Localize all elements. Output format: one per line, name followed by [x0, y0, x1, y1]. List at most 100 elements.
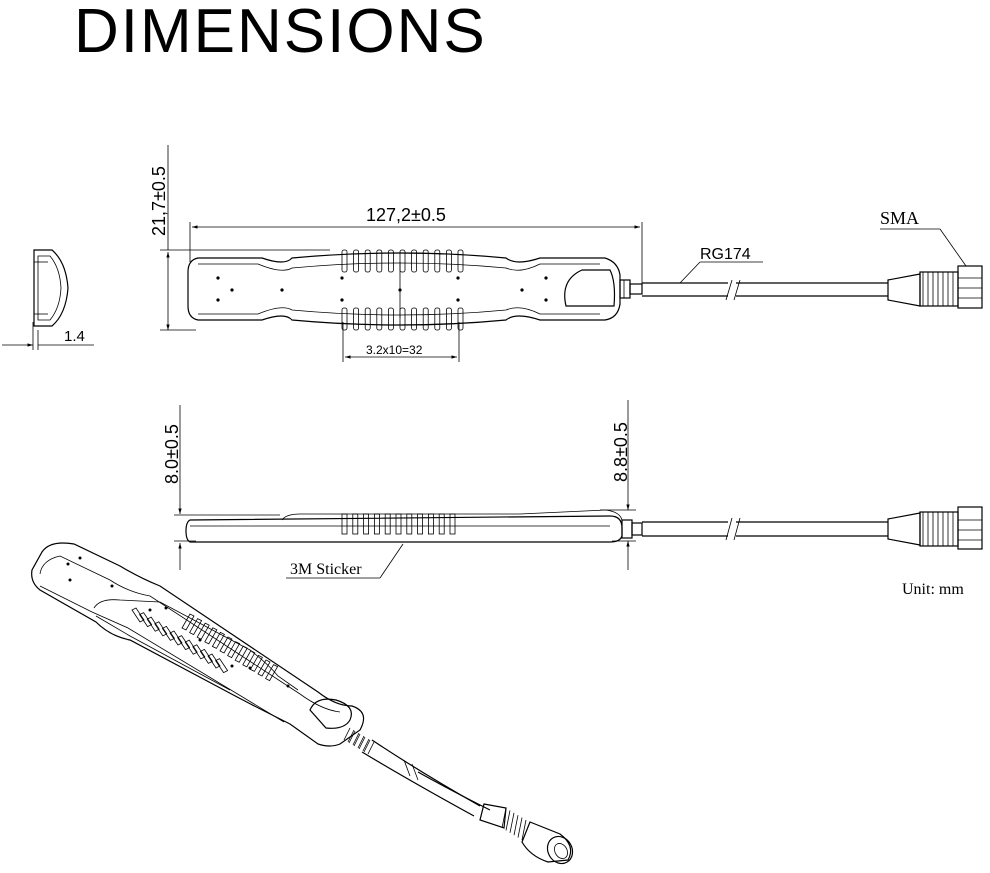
rib: [364, 249, 371, 273]
ribs-top: [341, 249, 464, 273]
rib: [422, 307, 429, 331]
ring: [353, 733, 365, 749]
side-height-right-label: 8.8±0.5: [611, 422, 631, 482]
sticker-label: 3M Sticker: [290, 561, 362, 578]
rib: [352, 513, 359, 535]
rib: [211, 631, 225, 649]
top-view: 21,7±0.5 127,2±0.5: [149, 145, 983, 362]
rib: [219, 636, 233, 654]
page-title: DIMENSIONS: [74, 0, 487, 66]
dot: [230, 288, 234, 292]
rib: [427, 513, 434, 535]
rib: [189, 618, 203, 636]
rib-pitch-label: 3.2x10=32: [366, 343, 423, 357]
rib: [457, 249, 464, 273]
length-label: 127,2±0.5: [366, 205, 446, 225]
rib: [161, 625, 175, 641]
rib: [234, 645, 248, 663]
ribs-bottom: [341, 307, 464, 331]
rib: [387, 249, 394, 273]
rib: [169, 630, 183, 646]
rib: [457, 307, 464, 331]
grip-line: [505, 810, 511, 831]
rib: [341, 249, 348, 273]
ribs-perspective: [131, 607, 279, 682]
height-label: 21,7±0.5: [149, 166, 169, 236]
rib: [353, 307, 360, 331]
rib: [364, 307, 371, 331]
sma-connector-perspective: [501, 807, 527, 841]
unit-label: Unit: mm: [902, 581, 964, 598]
ribs-side: [341, 513, 456, 535]
connector-label: SMA: [880, 208, 919, 228]
rib: [411, 307, 418, 331]
dot: [340, 298, 344, 302]
rib: [399, 307, 406, 331]
rib: [139, 612, 153, 628]
sma-connector: [922, 272, 954, 306]
grip-line: [517, 817, 523, 838]
grip-line: [509, 812, 515, 833]
dot: [456, 276, 460, 280]
rib: [406, 513, 413, 535]
rib: [192, 644, 206, 660]
thickness-label: 1.4: [64, 328, 85, 345]
rib: [417, 513, 424, 535]
side-view: 8.0±0.5 8.8±0.5: [162, 400, 983, 598]
rib: [384, 513, 391, 535]
grip-line: [521, 819, 527, 841]
rib: [257, 659, 271, 677]
rib: [199, 648, 213, 664]
rib: [434, 249, 441, 273]
rib: [249, 654, 263, 672]
rib: [373, 513, 380, 535]
grip-line: [513, 815, 519, 836]
rib: [341, 513, 348, 535]
rib: [395, 513, 402, 535]
ring: [348, 730, 360, 746]
rib: [449, 513, 456, 535]
ring: [343, 727, 355, 743]
rib: [387, 307, 394, 331]
rib: [154, 621, 168, 637]
strain-relief: [343, 727, 375, 755]
rib: [445, 307, 452, 331]
dot: [398, 288, 402, 292]
dot: [456, 298, 460, 302]
rib: [438, 513, 445, 535]
rib: [207, 653, 221, 669]
rib: [181, 613, 195, 631]
rib: [177, 635, 191, 651]
dot: [544, 276, 548, 280]
rib: [204, 627, 218, 645]
end-view: 1.4: [2, 249, 94, 350]
rib: [411, 249, 418, 273]
sma-connector-side: [922, 512, 954, 546]
dot: [216, 276, 220, 280]
dot: [544, 298, 548, 302]
rib: [227, 641, 241, 659]
dot: [216, 298, 220, 302]
rib: [434, 307, 441, 331]
rib: [146, 616, 160, 632]
grip-line: [501, 807, 507, 829]
dot: [520, 288, 524, 292]
rib: [376, 307, 383, 331]
side-height-left-label: 8.0±0.5: [162, 424, 182, 484]
rib: [422, 249, 429, 273]
rib: [341, 307, 348, 331]
cable-label: RG174: [700, 246, 751, 263]
dot: [340, 276, 344, 280]
rib: [265, 664, 279, 682]
perspective-view: [31, 542, 574, 865]
rib: [184, 639, 198, 655]
rib: [376, 249, 383, 273]
rib: [131, 607, 145, 623]
ring: [358, 736, 370, 752]
rib: [399, 249, 406, 273]
rib: [353, 249, 360, 273]
rib: [445, 249, 452, 273]
dot: [280, 288, 284, 292]
